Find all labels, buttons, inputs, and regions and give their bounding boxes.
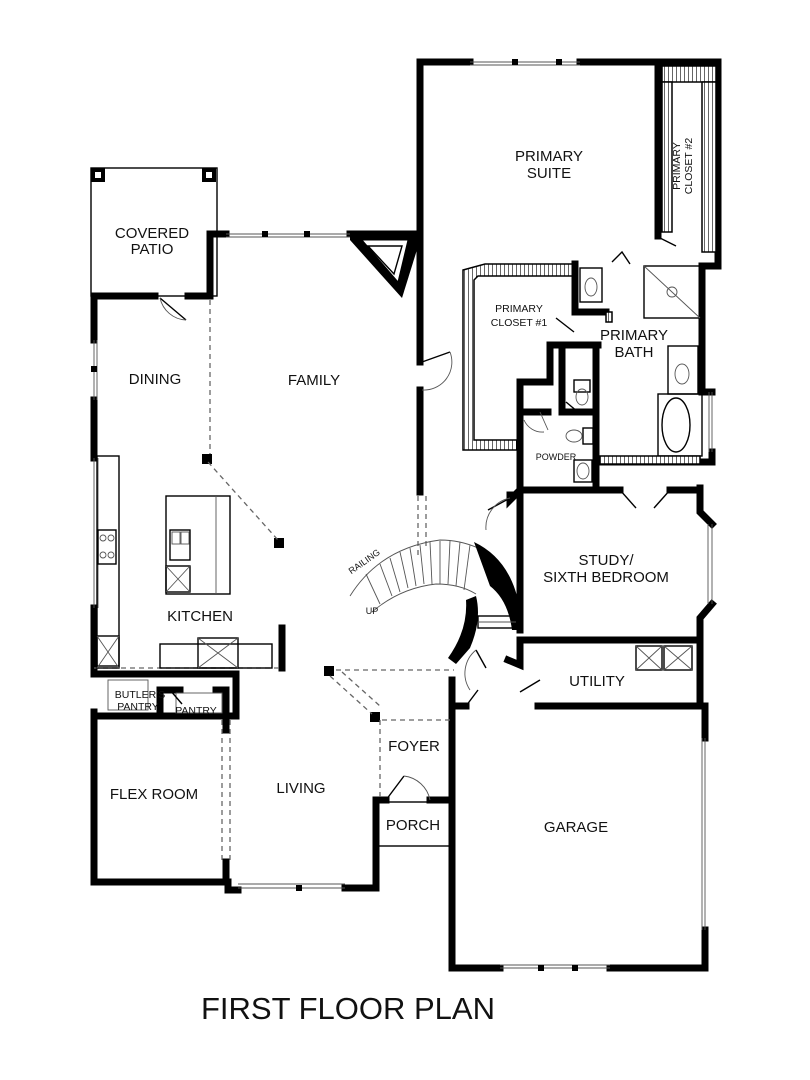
door-swings: [159, 235, 677, 801]
primary-closet-2: [661, 65, 717, 253]
utility-label: UTILITY: [569, 673, 625, 690]
living-label: LIVING: [276, 780, 325, 797]
plan-title: FIRST FLOOR PLAN: [201, 991, 495, 1026]
stair-up-label: UP: [366, 606, 379, 616]
staircase: [349, 539, 520, 664]
primary-closet-2-label-2: CLOSET #2: [683, 138, 695, 195]
covered-patio-label-1: COVERED: [115, 225, 189, 242]
covered-patio-label-2: PATIO: [131, 241, 174, 258]
primary-bath-label-2: BATH: [615, 344, 654, 361]
primary-closet-1-label-2: CLOSET #1: [491, 317, 548, 329]
primary-bath-label-1: PRIMARY: [600, 327, 668, 344]
interior-walls: [90, 62, 704, 886]
butlers-pantry-label-1: BUTLER'S: [115, 689, 165, 701]
powder-label: POWDER: [536, 452, 577, 462]
window-mullions: [91, 59, 578, 971]
kitchen-label: KITCHEN: [167, 608, 233, 625]
flex-room-label: FLEX ROOM: [110, 786, 198, 803]
primary-suite-label-1: PRIMARY: [515, 148, 583, 165]
garage-label: GARAGE: [544, 819, 608, 836]
primary-closet-1-label-1: PRIMARY: [495, 303, 543, 315]
powder-fixtures: [565, 379, 594, 483]
fireplace: [350, 232, 420, 298]
primary-closet-2-label-1: PRIMARY: [671, 142, 683, 190]
primary-suite-label-2: SUITE: [527, 165, 571, 182]
room-labels: COVERED PATIO DINING FAMILY KITCHEN BUTL…: [110, 138, 695, 836]
study-label-2: SIXTH BEDROOM: [543, 569, 669, 586]
butlers-pantry-label-2: PANTRY: [117, 701, 159, 713]
windows: [93, 61, 713, 969]
dining-label: DINING: [129, 371, 182, 388]
primary-bath-fixtures: [579, 265, 703, 465]
family-label: FAMILY: [288, 372, 340, 389]
foyer-label: FOYER: [388, 738, 440, 755]
study-label-1: STUDY/: [578, 552, 634, 569]
kitchen-fixtures: [96, 455, 273, 714]
utility-fixtures: [635, 645, 693, 671]
pantry-label: PANTRY: [175, 705, 217, 717]
porch-outline: [375, 801, 451, 847]
railing-label: RAILING: [347, 547, 382, 576]
porch-label: PORCH: [386, 817, 440, 834]
